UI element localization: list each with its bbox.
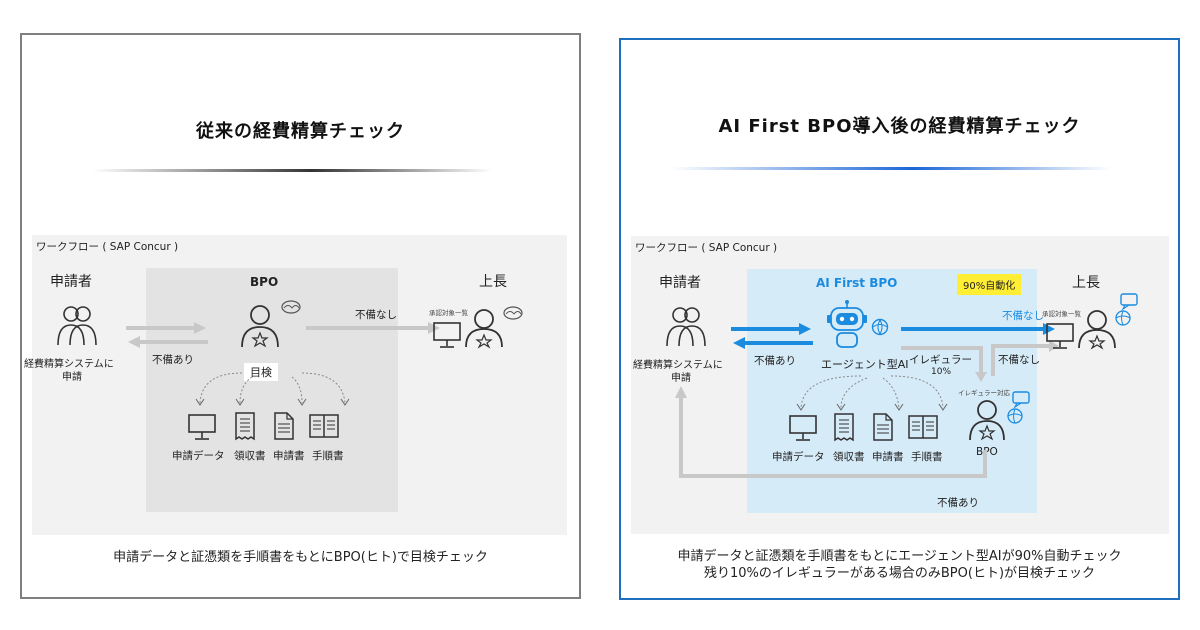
right-applicant-caption-2: 申請 [671, 373, 691, 384]
right-arrow-ai-boss [901, 323, 1055, 335]
monitor-icon-right [1046, 323, 1074, 349]
right-caption-line-1: 申請データと証憑類を手順書をもとにエージェント型AIが90%自動チェック [677, 549, 1122, 564]
boss-person-icon [465, 309, 503, 349]
group-people-icon [57, 306, 97, 346]
right-workflow-label: ワークフロー ( SAP Concur ) [635, 242, 778, 254]
right-title-underline [671, 167, 1111, 170]
right-approval-list: 承認対象一覧 [1042, 310, 1081, 318]
left-workflow-label: ワークフロー ( SAP Concur ) [36, 241, 179, 253]
manual-book-icon-right [908, 415, 938, 439]
left-visual-check: 目検 [244, 363, 278, 381]
manual-book-icon [309, 414, 339, 438]
right-panel: AI First BPO導入後の経費精算チェック ワークフロー ( SAP Co… [619, 38, 1180, 600]
right-has-issue-bottom: 不備あり [937, 497, 979, 509]
left-bpo-band [146, 268, 398, 512]
bpo-to-boss-arrow [991, 340, 1059, 376]
ai-globe-icon [871, 318, 889, 336]
irregular-handling-label: イレギュラー対応 [958, 389, 1010, 397]
right-doc-label-2: 申請書 [872, 451, 904, 463]
left-boss-label: 上長 [479, 274, 507, 290]
right-doc-label-3: 手順書 [911, 451, 943, 463]
right-boss-label: 上長 [1072, 275, 1100, 291]
agent-ai-label: エージェント型AI [821, 358, 909, 371]
chat-bubble-icon-bpo [1007, 391, 1030, 424]
left-caption: 申請データと証憑類を手順書をもとにBPO(ヒト)で目検チェック [113, 550, 488, 565]
left-arrow-bpo-boss [306, 322, 440, 334]
boss-person-icon-right [1078, 310, 1116, 350]
left-no-issue: 不備なし [355, 309, 397, 321]
ai-bpo-band [747, 269, 1037, 513]
right-applicant-caption-1: 経費精算システムに [633, 360, 723, 371]
left-title: 従来の経費精算チェック [196, 121, 405, 142]
group-people-icon-right [666, 307, 706, 347]
right-no-issue-top: 不備なし [1002, 310, 1044, 322]
right-doc-label-1: 領収書 [833, 451, 865, 463]
thinking-icon-boss [503, 306, 523, 320]
ai-bpo-label: AI First BPO [816, 276, 898, 290]
left-bpo-label: BPO [250, 275, 279, 289]
right-doc-label-0: 申請データ [772, 451, 825, 463]
right-title: AI First BPO導入後の経費精算チェック [718, 116, 1081, 137]
right-arrows-applicant-ai [731, 323, 813, 349]
right-dotted-arrows [796, 375, 948, 411]
right-no-issue-side: 不備なし [998, 354, 1040, 366]
bpo-person-icon [241, 305, 279, 348]
return-loop-arrow [675, 386, 987, 478]
left-applicant-label: 申請者 [50, 274, 92, 290]
left-arrows-applicant-bpo [126, 322, 208, 348]
left-dotted-arrows [195, 372, 350, 406]
left-has-issue: 不備あり [152, 354, 194, 366]
left-doc-label-2: 申請書 [273, 450, 305, 462]
robot-icon [827, 300, 867, 348]
left-doc-label-0: 申請データ [172, 450, 225, 462]
right-workflow-area: ワークフロー ( SAP Concur ) 申請者 AI First BPO 9… [631, 236, 1169, 534]
right-applicant-label: 申請者 [659, 275, 701, 291]
left-doc-label-1: 領収書 [234, 450, 266, 462]
pc-icon [188, 414, 216, 440]
irregular-arrows [901, 346, 987, 382]
left-approval-list: 承認対象一覧 [429, 309, 468, 317]
left-applicant-caption-1: 経費精算システムに [24, 359, 114, 370]
application-form-icon [274, 412, 294, 440]
automation-badge: 90%自動化 [957, 274, 1022, 295]
chat-bubble-icon [1115, 293, 1138, 326]
application-form-icon-right [873, 413, 893, 441]
left-workflow-area: ワークフロー ( SAP Concur ) 申請者 BPO 上長 経費精算システ… [24, 235, 567, 535]
left-panel: 従来の経費精算チェック ワークフロー ( SAP Concur ) 申請者 BP… [20, 33, 581, 599]
bpo-person-icon-right [969, 400, 1005, 441]
left-title-underline [92, 169, 492, 172]
left-doc-label-3: 手順書 [312, 450, 344, 462]
irregular-label: イレギュラー [909, 354, 972, 366]
receipt-icon-right [834, 413, 854, 442]
right-has-issue-left: 不備あり [754, 355, 796, 367]
receipt-icon [235, 412, 255, 441]
monitor-icon [433, 322, 461, 348]
thinking-icon [281, 300, 301, 314]
left-applicant-caption-2: 申請 [62, 372, 82, 383]
pc-icon-right [789, 415, 817, 441]
irregular-pct: 10% [931, 367, 952, 377]
right-caption-line-2: 残り10%のイレギュラーがある場合のみBPO(ヒト)が目検チェック [703, 566, 1096, 581]
